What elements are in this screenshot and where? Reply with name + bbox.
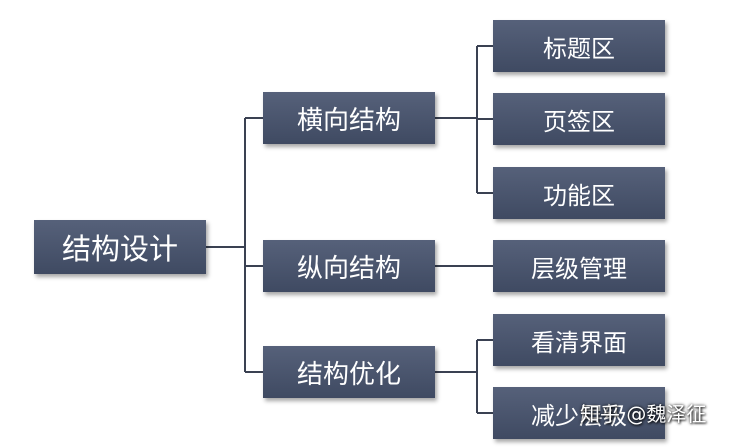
node-see-interface: 看清界面 xyxy=(493,314,665,366)
node-label: 标题区 xyxy=(543,34,615,63)
node-label: 功能区 xyxy=(543,181,615,210)
node-root: 结构设计 xyxy=(34,220,206,274)
node-label: 结构优化 xyxy=(296,359,401,390)
node-label: 纵向结构 xyxy=(296,253,401,284)
node-label: 页签区 xyxy=(543,107,615,136)
node-horizontal-structure: 横向结构 xyxy=(263,92,435,144)
node-root-label: 结构设计 xyxy=(61,232,178,266)
node-label: 横向结构 xyxy=(296,105,401,136)
node-label: 减少层级 xyxy=(531,401,627,430)
watermark: 知乎 @魏泽征 xyxy=(580,402,707,426)
node-tab-area: 页签区 xyxy=(493,93,665,145)
node-level-management: 层级管理 xyxy=(493,240,665,292)
node-vertical-structure: 纵向结构 xyxy=(263,240,435,292)
node-function-area: 功能区 xyxy=(493,167,665,219)
node-structure-optimization: 结构优化 xyxy=(263,346,435,398)
node-label: 层级管理 xyxy=(531,254,627,283)
node-reduce-levels: 减少层级 xyxy=(493,387,665,439)
node-title-area: 标题区 xyxy=(493,20,665,72)
node-label: 看清界面 xyxy=(531,328,627,357)
